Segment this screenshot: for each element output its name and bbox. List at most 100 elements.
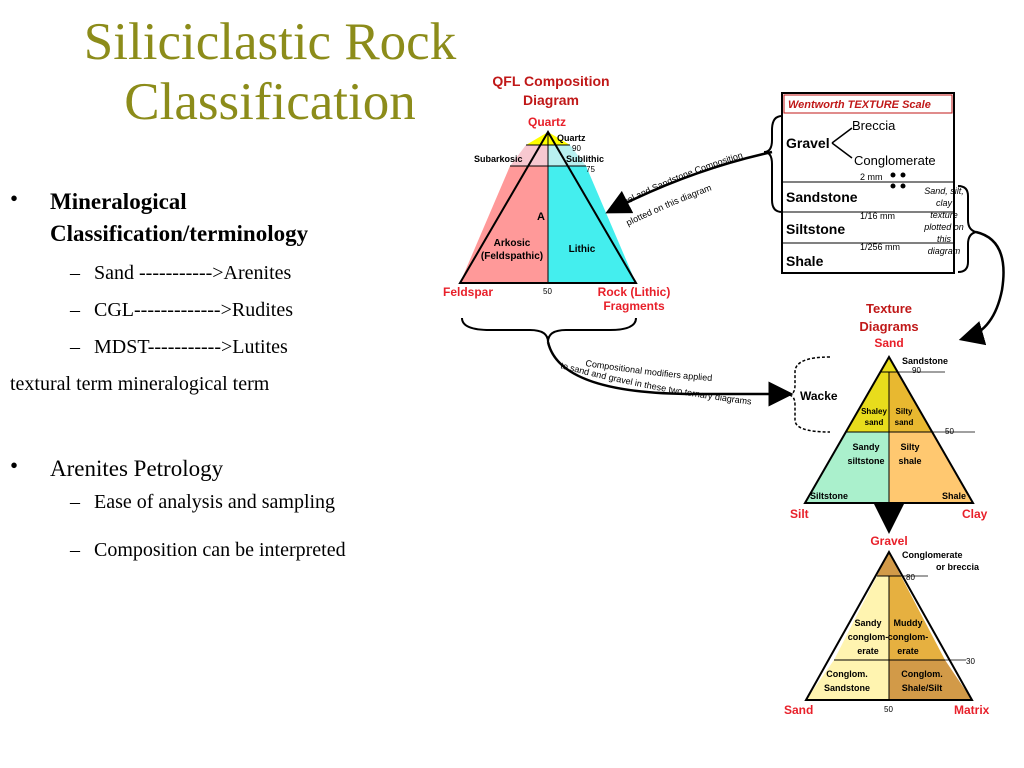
sand-apex-label: Sand [874,336,903,350]
bullet-1-symbol: • [10,186,19,211]
qfl-rock-fragments-label-1: Rock (Lithic) [598,285,671,299]
texture-title-line-1: Texture [866,301,912,316]
sandstone-label: Sandstone [902,356,948,366]
conglomeratic-shale-label-1: Conglom. [901,669,943,679]
silty-sand-label-1: Silty [896,407,913,416]
sandy-siltstone-label-2: siltstone [847,456,884,466]
dash: – [70,262,80,284]
qfl-field-a-label: A [537,211,545,223]
dash: – [70,336,80,358]
qfl-tick-75: 75 [586,165,595,174]
title-line-2: Classification [124,73,416,131]
qfl-rock-fragments-label-2: Fragments [603,299,665,313]
qfl-arkosic-label-2: (Feldspathic) [481,251,543,262]
conglomeratic-shale-field [889,660,972,700]
qfl-subarkosic-label: Subarkosic [474,154,523,164]
arrow-to-sand-diagram [546,341,794,407]
arrow-to-texture-diagrams [958,230,1005,346]
silt-label: Silt [790,507,809,521]
dot [900,183,906,189]
qfl-lithic-label: Lithic [569,244,596,255]
gravel-sandstone-note-line-2: plotted on this diagram [625,183,713,228]
gravel-texture-diagram: Gravel Conglomerate or breccia 80 30 San… [784,534,990,717]
qfl-apex-quartz: Quartz [528,115,566,129]
conglomerate-label-2: or breccia [936,562,980,572]
note-line: Sand, silt, [924,186,964,196]
modifiers-note-line-2: to sand and gravel in these two ternary … [559,360,752,406]
tick-50: 50 [945,427,954,436]
dot [890,183,896,189]
qfl-quartz-label: Quartz [557,133,586,143]
tick-90: 90 [912,366,921,375]
shaley-sand-label-2: sand [865,418,884,427]
conglomerate-label-1: Conglomerate [902,550,963,560]
shaley-sand-label-1: Shaley [861,407,887,416]
sub-item-text: Sand ----------->Arenites [94,262,292,284]
texture-title-line-2: Diagrams [859,319,918,334]
gravel-apex-label: Gravel [870,534,907,548]
conglomeratic-sandstone-field [806,660,889,700]
arrow-to-qfl [605,150,773,214]
sandstone-label: Sandstone [786,189,858,205]
wentworth-title-box [783,94,953,114]
bullet-1-heading: Mineralogical Classification/terminology [50,186,308,250]
wentworth-title: Wentworth TEXTURE Scale [788,99,931,111]
bullet-2-symbol: • [10,453,19,478]
silty-shale-label-1: Silty [900,442,919,452]
breccia-label: Breccia [852,118,896,133]
tick-50: 50 [884,705,893,714]
dash: – [70,299,80,321]
silty-sand-field [889,372,933,432]
conglomeratic-sandstone-label-2: Sandstone [824,683,870,693]
qfl-tick-90: 90 [572,144,581,153]
modifiers-note-path-2: to sand and gravel in these two ternary … [559,360,752,406]
bullet-1-line-1: Mineralogical [50,189,187,214]
sandy-conglomerate-field [834,576,889,660]
sandy-conglomerate-label-1: Sandy [854,618,881,628]
muddy-conglomerate-field [889,576,945,660]
tick-30: 30 [966,657,975,666]
tick-80: 80 [906,573,915,582]
conglomerate-label: Conglomerate [854,153,936,168]
gravel-split-lines [831,127,853,159]
qfl-diagram: QFL Composition Diagram Quartz Quartz 90… [443,73,671,343]
dash: – [70,539,80,561]
note-line: diagram [928,246,961,256]
label-256mm: 1/256 mm [860,242,900,252]
sub-item-text: CGL------------->Rudites [94,299,293,321]
sandy-conglomerate-label-3: erate [857,646,879,656]
conglomerate-field [877,552,901,576]
dash: – [70,491,80,513]
lithic-field [548,166,636,283]
sandstone-field [880,357,898,372]
arkosic-field [460,166,548,283]
silty-shale-field [889,432,973,503]
gravel-label: Gravel [786,135,830,151]
dot [890,172,896,178]
sand-texture-diagram: Sand Sandstone 90 50 Wacke Shaley sand S… [787,336,988,521]
qfl-arkosic-label-1: Arkosic [494,238,531,249]
matrix-label: Matrix [954,703,990,717]
muddy-conglomerate-label-3: erate [897,646,919,656]
qfl-bottom-brace [461,317,637,343]
bullet-2-heading: Arenites Petrology [50,456,224,481]
sandy-siltstone-field [805,432,889,503]
qfl-title-line-1: QFL Composition [492,73,609,89]
wentworth-note: Sand, silt, clay texture plotted on this… [923,186,964,256]
siltstone-label: Siltstone [810,491,848,501]
siltstone-label: Siltstone [786,221,845,237]
note-line: this [937,234,952,244]
silty-shale-label-2: shale [898,456,921,466]
silty-sand-label-2: sand [895,418,914,427]
bullet-1-line-2: Classification/terminology [50,221,309,246]
note-line: plotted on [923,222,964,232]
conglomeratic-shale-label-2: Shale/Silt [902,683,943,693]
qfl-title-line-2: Diagram [523,92,579,108]
muddy-conglomerate-label-1: Muddy [894,618,923,628]
slide-title: Siliciclastic Rock Classification [40,12,500,132]
dot [900,172,906,178]
label-16mm: 1/16 mm [860,211,895,221]
wentworth-scale: Wentworth TEXTURE Scale Gravel Breccia C… [763,92,977,274]
sub-item-text: Ease of analysis and sampling [94,491,336,513]
